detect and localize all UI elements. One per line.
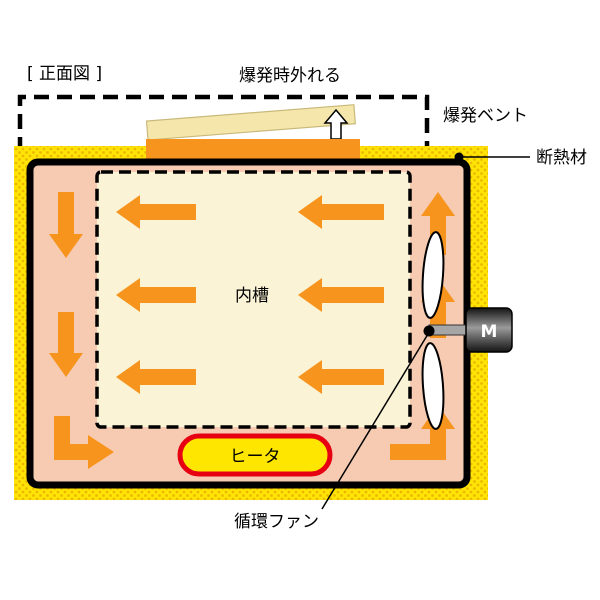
flow-arrow-left-row1-left	[116, 195, 196, 229]
circulation-fan	[421, 231, 445, 430]
inner-chamber-label: 内槽	[235, 286, 269, 306]
circulation-fan-leader-line	[321, 333, 429, 510]
circulation-fan-label: 循環ファン	[234, 512, 319, 532]
heater-pill	[177, 433, 333, 477]
flow-arrow-left-row2-left	[116, 278, 196, 312]
flow-arrow-left-row3-left	[116, 360, 196, 394]
fan-blade-bottom	[421, 342, 445, 430]
insulation-dot	[454, 152, 464, 162]
inner-chamber-box	[95, 170, 412, 429]
airflow-arrows-chamber	[116, 195, 384, 394]
flow-arrow-down-left-bottom	[49, 312, 83, 377]
view-title-label: [ 正面図 ]	[27, 64, 102, 84]
motor-shaft	[428, 324, 472, 336]
airflow-arrows-outer	[49, 192, 455, 469]
flow-arrow-down-left-top	[49, 192, 83, 258]
flow-arrow-left-row3-right	[298, 360, 384, 394]
explosion-vent-label: 爆発ベント	[443, 106, 528, 126]
vent-dashed-outline	[17, 94, 430, 152]
flow-arrow-up-right-top	[421, 192, 455, 255]
vent-panel-group	[145, 104, 357, 141]
vent-release-label: 爆発時外れる	[239, 66, 341, 86]
flow-arrow-left-row1-right	[298, 195, 384, 229]
vent-panel	[145, 104, 357, 141]
heater-label: ヒータ	[230, 447, 281, 467]
flow-arrow-elbow-bottom-left	[54, 416, 114, 469]
insulation-label: 断熱材	[536, 148, 587, 168]
motor-body	[465, 307, 513, 353]
motor-label: M	[481, 322, 498, 342]
flow-arrow-left-row2-right	[298, 278, 384, 312]
fan-hub-dot	[423, 325, 435, 337]
fan-blade-top	[421, 231, 445, 319]
